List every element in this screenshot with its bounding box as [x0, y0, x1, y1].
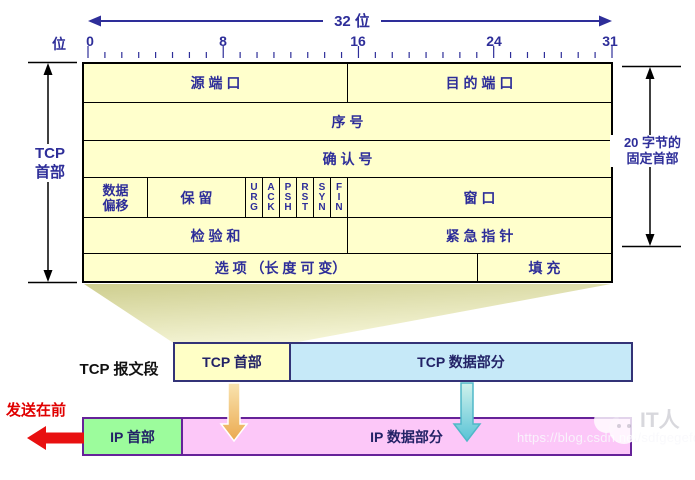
- ip-datagram-bar: IP 首部 IP 数据部分: [82, 417, 632, 456]
- cell-data-offset: 数据 偏移: [84, 178, 148, 217]
- row-ports: 源 端 口 目 的 端 口: [84, 64, 611, 103]
- tick-label-24: 24: [486, 33, 502, 49]
- cell-reserved: 保 留: [148, 178, 246, 217]
- cell-window: 窗 口: [463, 189, 496, 206]
- row-checksum: 检 验 和 紧 急 指 针: [84, 218, 611, 254]
- tick-label-8: 8: [219, 33, 227, 49]
- flag-ack-label: ACK: [267, 181, 275, 213]
- cell-source-port: 源 端 口: [84, 64, 348, 102]
- flag-syn-label: SYN: [318, 181, 326, 213]
- cell-urgent-pointer: 紧 急 指 针: [445, 227, 514, 244]
- cell-sequence-number: 序 号: [331, 113, 364, 130]
- row-sequence: 序 号: [84, 103, 611, 141]
- row-options: 选 项 （长 度 可 变） 填 充: [84, 254, 611, 281]
- flag-psh-label: PSH: [284, 181, 292, 213]
- send-direction-arrow: [27, 426, 84, 450]
- tick-label-16: 16: [350, 33, 366, 49]
- cell-flag-urg: URG: [246, 178, 263, 217]
- flag-urg-label: URG: [250, 181, 258, 213]
- cell-flag-ack: ACK: [263, 178, 280, 217]
- cell-flag-rst: RST: [297, 178, 314, 217]
- tcp-header-side-label: TCP 首部: [22, 144, 78, 182]
- flag-fin-label: FIN: [335, 181, 343, 213]
- cell-flag-fin: FIN: [331, 178, 348, 217]
- bit-width-label: 32 位: [329, 10, 375, 31]
- ip-header-box: IP 首部: [84, 419, 183, 454]
- tcp-segment-bar: TCP 首部 TCP 数据部分: [173, 342, 633, 382]
- send-first-caption: 发送在前: [6, 402, 67, 419]
- tcp-header-box: TCP 首部: [175, 344, 291, 380]
- tick-label-31: 31: [602, 33, 618, 49]
- cell-dest-port: 目 的 端 口: [445, 75, 514, 91]
- tcp-data-box: TCP 数据部分: [291, 344, 631, 380]
- watermark-logo-text: IT人: [640, 409, 680, 432]
- watermark-bubble-large: [609, 414, 639, 444]
- fixed-header-side-label: 20 字节的 固定首部: [610, 135, 695, 167]
- row-flags: 数据 偏移 保 留 URG ACK PSH RST SYN FIN 窗 口: [84, 178, 611, 218]
- cell-ack-number: 确 认 号: [322, 151, 373, 167]
- row-ack: 确 认 号: [84, 141, 611, 178]
- tcp-segment-caption: TCP 报文段: [79, 361, 159, 378]
- tick-label-0: 0: [86, 33, 94, 49]
- flag-rst-label: RST: [301, 181, 309, 213]
- tcp-header-table: 源 端 口 目 的 端 口 序 号 确 认 号 数据 偏移 保 留 URG AC…: [82, 62, 613, 283]
- ip-data-box: IP 数据部分: [183, 419, 630, 454]
- cell-options: 选 项 （长 度 可 变）: [84, 254, 478, 281]
- cell-flag-syn: SYN: [314, 178, 331, 217]
- cell-checksum: 检 验 和: [84, 218, 348, 253]
- watermark-logo: IT人: [594, 401, 694, 447]
- watermark-url: https://blog.csdn.net/sdfgegefdg: [517, 430, 695, 445]
- cell-flag-psh: PSH: [280, 178, 297, 217]
- cell-padding: 填 充: [528, 259, 561, 276]
- bit-unit-label: 位: [52, 36, 66, 52]
